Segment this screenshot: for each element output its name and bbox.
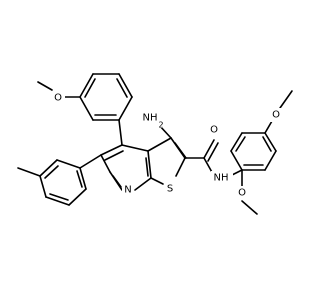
atom-label-o: O [54, 93, 62, 104]
bond [39, 175, 47, 198]
bond [235, 136, 246, 152]
bond [112, 175, 122, 188]
bond [56, 159, 81, 169]
bond [262, 136, 272, 152]
bond [118, 96, 133, 121]
atom-o-amide: O [208, 123, 220, 137]
bond [174, 142, 187, 159]
bond [207, 142, 219, 162]
atom-label-nh2-subscript: 2 [158, 121, 163, 130]
bonds [17, 73, 293, 215]
bond [79, 73, 94, 98]
bond [264, 150, 277, 171]
bond [175, 157, 186, 177]
bond [118, 73, 133, 98]
bond [44, 165, 59, 179]
bond [100, 144, 123, 156]
atom-label-o: O [272, 110, 280, 121]
bond [68, 188, 87, 206]
bond [279, 90, 293, 109]
bond [37, 81, 53, 91]
bond [147, 137, 172, 152]
bond [150, 177, 164, 185]
bond [84, 78, 96, 98]
atom-label-s: S [167, 184, 173, 195]
bond [203, 139, 215, 159]
bond [121, 144, 149, 152]
atom-s-thiophene: S [164, 182, 176, 196]
bond [147, 150, 152, 179]
bond [134, 177, 152, 191]
bond [116, 78, 128, 98]
bond [230, 150, 243, 171]
chemical-structure: O NH 2 O N S NH O O [17, 73, 293, 215]
atom-labels: O NH 2 O N S NH O O [53, 90, 282, 200]
bond [79, 96, 94, 121]
bond [17, 167, 41, 177]
atom-o-methoxy-right-top: O [270, 108, 282, 122]
bond [264, 132, 277, 152]
atom-label-nh: NH [143, 113, 158, 124]
atom-nh-amide: NH [211, 171, 233, 185]
atom-label-o: O [210, 125, 218, 136]
bond [145, 157, 149, 177]
atom-n-pyridine: N [122, 183, 134, 197]
atom-label-n: N [124, 185, 131, 196]
bond [241, 200, 258, 215]
bond [39, 159, 58, 177]
bond [49, 193, 69, 201]
bond [76, 170, 83, 188]
bond [118, 119, 123, 146]
bond [79, 154, 102, 169]
bond [264, 120, 273, 134]
atom-o-methoxy-top: O [53, 90, 65, 104]
atom-label-o: O [238, 188, 246, 199]
atom-nh2: NH 2 [143, 112, 165, 130]
atom-label-nh: NH [214, 173, 229, 184]
bond [45, 196, 70, 206]
bond [104, 150, 124, 161]
bond [79, 167, 87, 190]
bond [230, 132, 243, 152]
atom-o-methoxy-right-bottom: O [236, 186, 248, 200]
bond [100, 154, 111, 173]
structure-canvas: O NH 2 O N S NH O O [17, 73, 293, 215]
